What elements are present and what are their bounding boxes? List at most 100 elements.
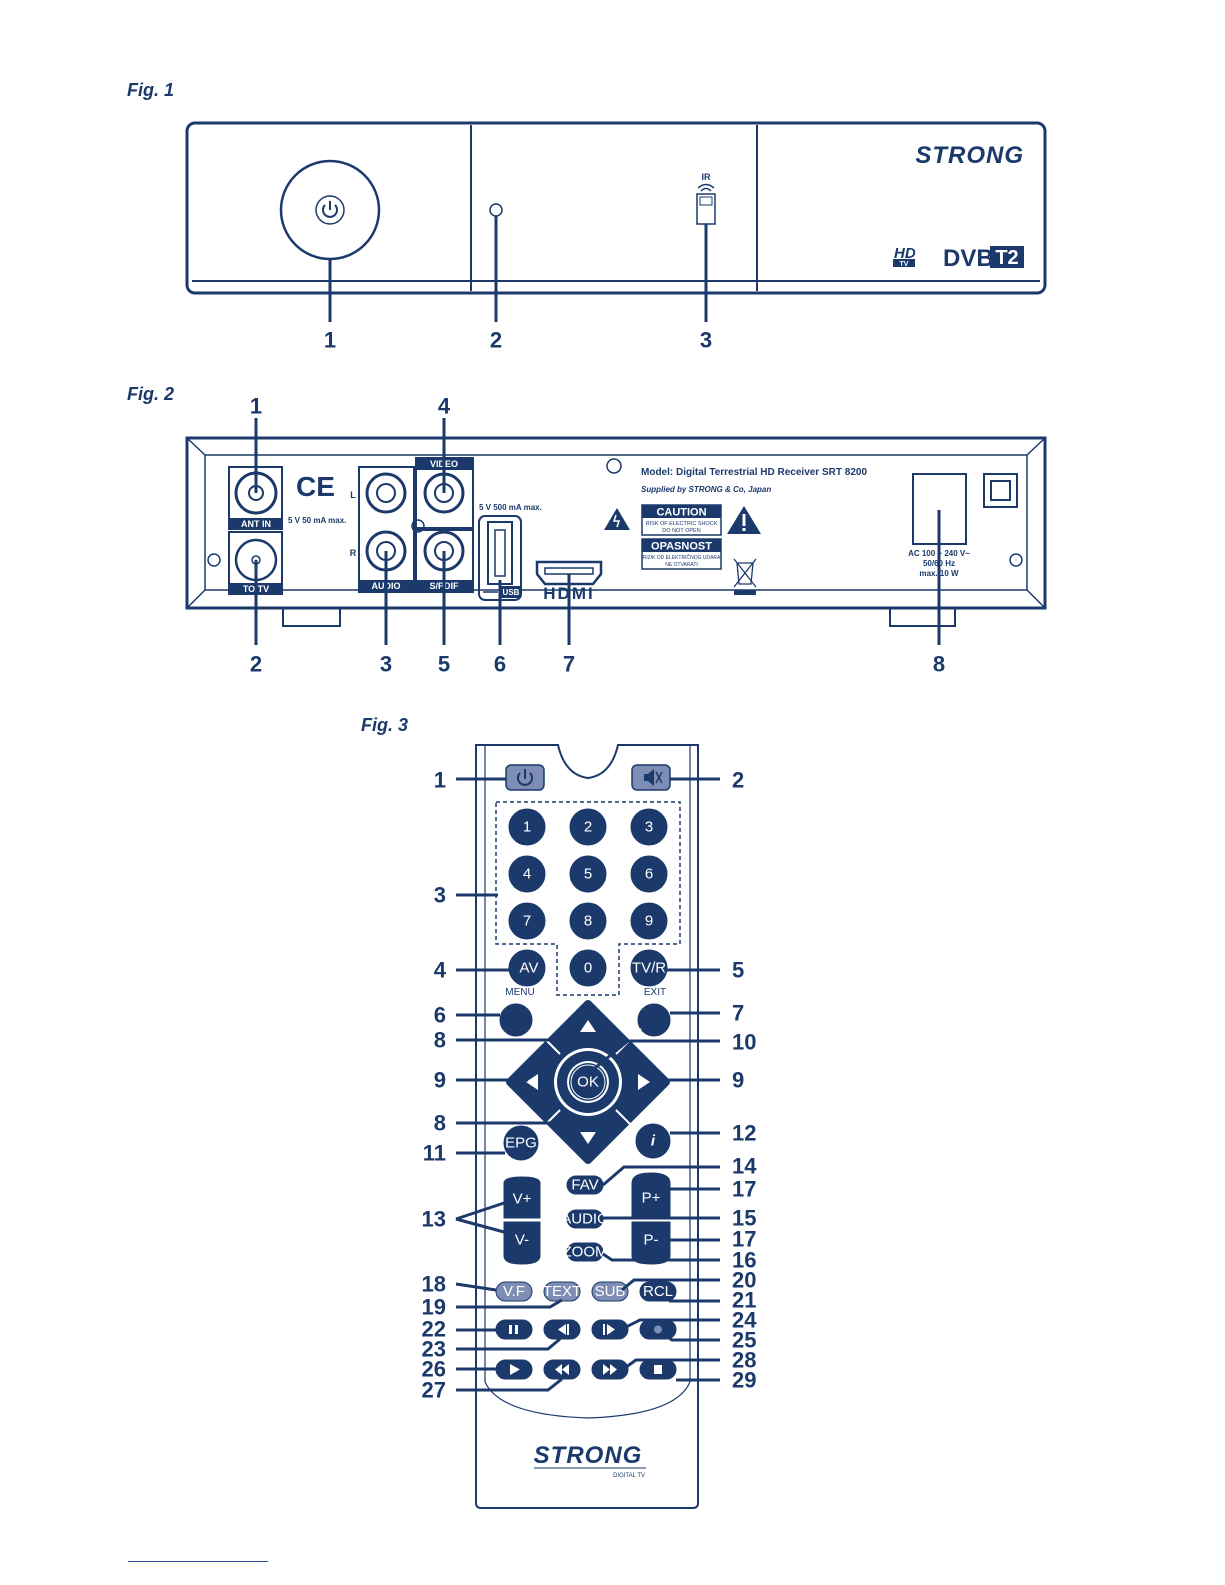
exit-button[interactable] [637,1003,671,1037]
svg-text:8: 8 [584,913,592,930]
mute-button[interactable] [631,764,671,791]
remote-callout-3: 3 [434,883,446,908]
key-8[interactable]: 8 [569,902,607,940]
audio-rca-ports: AUDIO L R [350,466,415,593]
svg-text:CAUTION: CAUTION [656,507,706,519]
audio-button[interactable]: AUDIO [561,1209,609,1229]
vf-button[interactable]: V.F [495,1281,533,1302]
supplier-label: Supplied by STRONG & Co, Japan [641,485,771,494]
pause-button[interactable] [495,1319,533,1340]
svg-text:FAV: FAV [571,1177,598,1194]
footer-rule [128,1561,268,1562]
svg-text:RISK OF ELECTRIC SHOCK: RISK OF ELECTRIC SHOCK [646,521,718,527]
left-arrow-button[interactable] [526,1074,538,1090]
remote-callout-11: 11 [423,1141,446,1166]
step-back-icon [558,1324,569,1335]
remote-callout-21: 21 [732,1288,756,1313]
mute-icon [644,769,663,786]
ok-button[interactable]: OK [569,1063,607,1101]
ce-mark: CE [296,471,335,502]
program-down-button[interactable]: P- [631,1221,671,1265]
remote-callout-29: 29 [732,1368,756,1393]
key-1[interactable]: 1 [508,808,546,846]
svg-text:L: L [350,490,356,500]
key-4[interactable]: 4 [508,855,546,893]
weee-bin-icon [733,558,757,595]
key-7[interactable]: 7 [508,902,546,940]
right-arrow-button[interactable] [638,1074,650,1090]
ant-power-spec: 5 V 50 mA max. [288,516,346,525]
fig2-callout-2: 2 [250,652,262,677]
remote-callout-17-top: 17 [732,1177,756,1202]
standby-led [489,203,503,217]
svg-text:V+: V+ [513,1191,532,1208]
volume-down-button[interactable]: V- [503,1221,541,1265]
exit-label: EXIT [644,987,666,998]
remote-brand-sub: DIGITAL TV [613,1473,645,1479]
ir-signal-icon [697,183,715,192]
key-6[interactable]: 6 [630,855,668,893]
key-0[interactable]: 0 [569,949,607,987]
menu-button[interactable] [499,1003,533,1037]
remote-callout-22: 22 [422,1317,446,1342]
svg-text:HD: HD [894,245,916,262]
fig2-callout-4: 4 [438,394,451,419]
remote-callout-2: 2 [732,768,744,793]
remote-callout-10: 10 [732,1030,756,1055]
svg-text:R: R [350,548,357,558]
power-button[interactable] [505,764,545,791]
usb-power-spec: 5 V 500 mA max. [479,503,542,512]
brand-logo: STRONG [915,142,1024,169]
remote-callout-9-left: 9 [434,1068,446,1093]
remote-callout-1: 1 [434,768,446,793]
play-button[interactable] [495,1359,533,1380]
fast-forward-button[interactable] [591,1359,629,1380]
svg-text:AV: AV [520,960,539,977]
remote-callout-lines [455,777,720,1392]
svg-text:9: 9 [645,913,653,930]
svg-text:ZOOM: ZOOM [563,1244,608,1261]
recall-button[interactable]: RCL [639,1281,677,1302]
zoom-button[interactable]: ZOOM [563,1242,608,1262]
opasnost-label: OPASNOST RIZIK OD ELEKTRIČNOG UDARA NE O… [641,538,722,570]
av-button[interactable]: AV [508,949,546,987]
key-9[interactable]: 9 [630,902,668,940]
program-up-button[interactable]: P+ [631,1172,671,1219]
remote-callout-23: 23 [422,1337,446,1362]
remote-callout-25: 25 [732,1328,756,1353]
ir-sensor [696,193,716,225]
key-3[interactable]: 3 [630,808,668,846]
svg-text:i: i [651,1133,656,1150]
tv-radio-button[interactable]: TV/R [630,949,668,987]
volume-up-button[interactable]: V+ [503,1176,541,1219]
power-icon [322,201,338,218]
front-panel: IR STRONG HD TV DVB T2 [185,121,1047,295]
key-2[interactable]: 2 [569,808,607,846]
remote-callout-4: 4 [434,958,447,983]
double-insulation-icon [983,473,1018,508]
info-button[interactable]: i [635,1123,671,1159]
rewind-button[interactable] [543,1359,581,1380]
down-arrow-button[interactable] [580,1132,596,1144]
subtitle-button[interactable]: SUB [591,1281,629,1302]
remote-callout-6: 6 [434,1003,446,1028]
svg-text:3: 3 [645,819,653,836]
stop-button[interactable] [639,1359,677,1380]
svg-text:T2: T2 [995,247,1018,269]
remote-callout-7: 7 [732,1001,744,1026]
remote-callout-19: 19 [422,1295,446,1320]
standby-button[interactable] [279,159,381,261]
svg-text:V-: V- [515,1232,529,1249]
step-forward-button[interactable] [591,1319,629,1340]
step-back-button[interactable] [543,1319,581,1340]
fav-button[interactable]: FAV [566,1175,604,1195]
epg-button[interactable]: EPG [503,1125,539,1161]
svg-text:P+: P+ [642,1190,661,1207]
fig2-callout-5: 5 [438,652,450,677]
teletext-button[interactable]: TEXT [543,1281,581,1302]
key-5[interactable]: 5 [569,855,607,893]
svg-text:USB: USB [503,588,520,597]
up-arrow-button[interactable] [580,1020,596,1032]
record-button[interactable] [639,1319,677,1340]
